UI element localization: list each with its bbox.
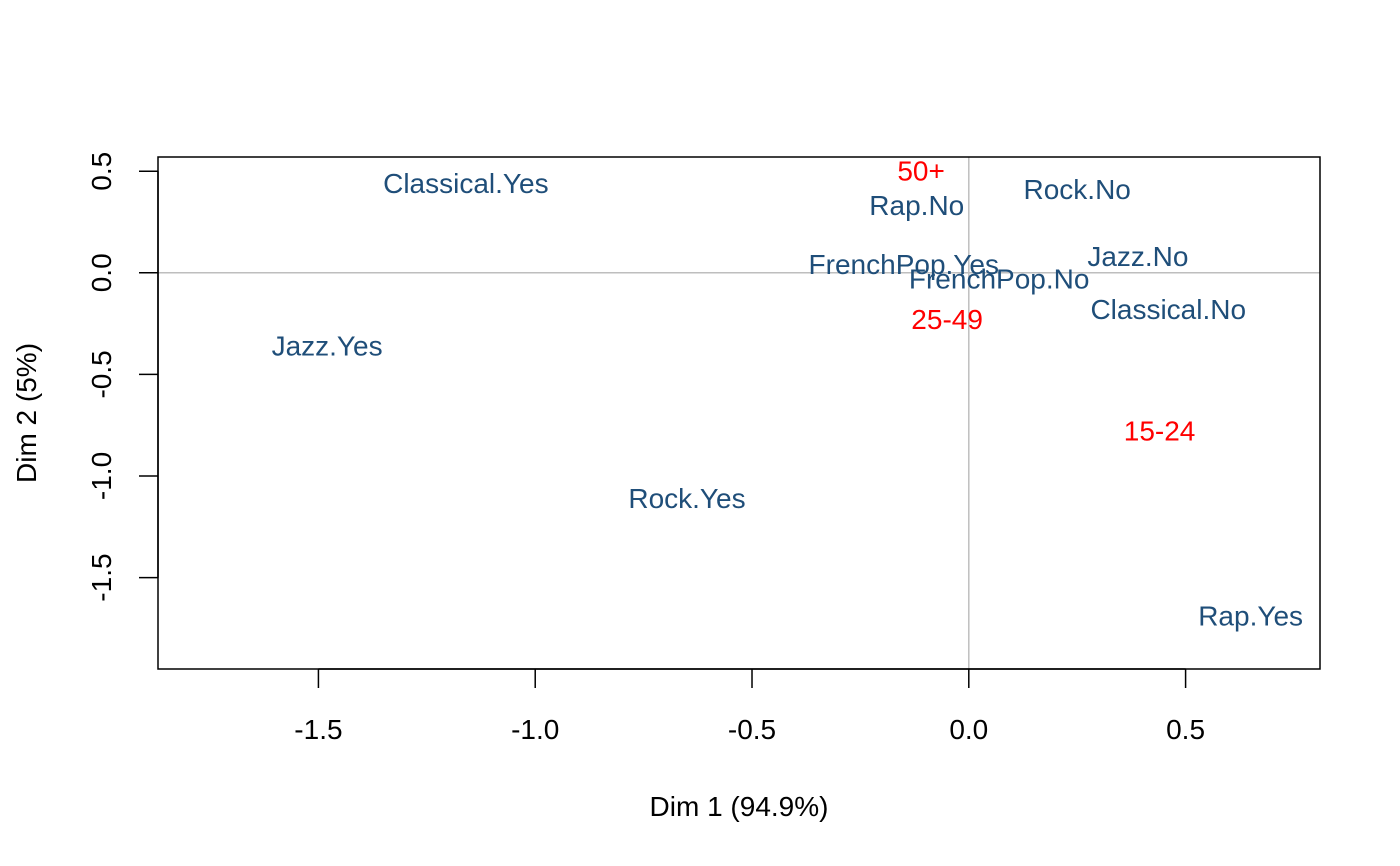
x-tick-label: -0.5 xyxy=(728,714,776,745)
point-label-rock-yes: Rock.Yes xyxy=(628,483,745,514)
x-axis: -1.5 -1.0 -0.5 0.0 0.5 xyxy=(294,668,1205,745)
point-label-25-49: 25-49 xyxy=(911,304,983,335)
point-label-classical-yes: Classical.Yes xyxy=(383,168,548,199)
x-axis-label: Dim 1 (94.9%) xyxy=(650,791,829,822)
point-label-frenchpop-yes: FrenchPop.Yes xyxy=(809,249,999,280)
point-label-jazz-no: Jazz.No xyxy=(1087,241,1188,272)
y-tick-label: 0.0 xyxy=(86,253,117,292)
point-label-classical-no: Classical.No xyxy=(1090,294,1246,325)
point-label-frenchpop-no: FrenchPop.No xyxy=(909,263,1090,294)
point-label-15-24: 15-24 xyxy=(1124,416,1196,447)
y-tick-label: 0.5 xyxy=(86,152,117,191)
x-tick-label: -1.0 xyxy=(511,714,559,745)
y-tick-label: -0.5 xyxy=(86,350,117,398)
point-label-rap-yes: Rap.Yes xyxy=(1198,601,1303,632)
y-tick-label: -1.5 xyxy=(86,553,117,601)
x-tick-label: -1.5 xyxy=(294,714,342,745)
y-axis: 0.5 0.0 -0.5 -1.0 -1.5 xyxy=(86,152,159,602)
plot-frame xyxy=(157,156,1321,670)
y-axis-label: Dim 2 (5%) xyxy=(11,343,42,483)
x-tick-label: 0.5 xyxy=(1166,714,1205,745)
point-label-50-: 50+ xyxy=(897,156,945,187)
point-label-jazz-yes: Jazz.Yes xyxy=(272,330,383,361)
x-tick-label: 0.0 xyxy=(949,714,988,745)
reference-lines xyxy=(158,157,1320,669)
point-label-rap-no: Rap.No xyxy=(869,190,964,221)
y-tick-label: -1.0 xyxy=(86,452,117,500)
point-label-rock-no: Rock.No xyxy=(1024,174,1131,205)
